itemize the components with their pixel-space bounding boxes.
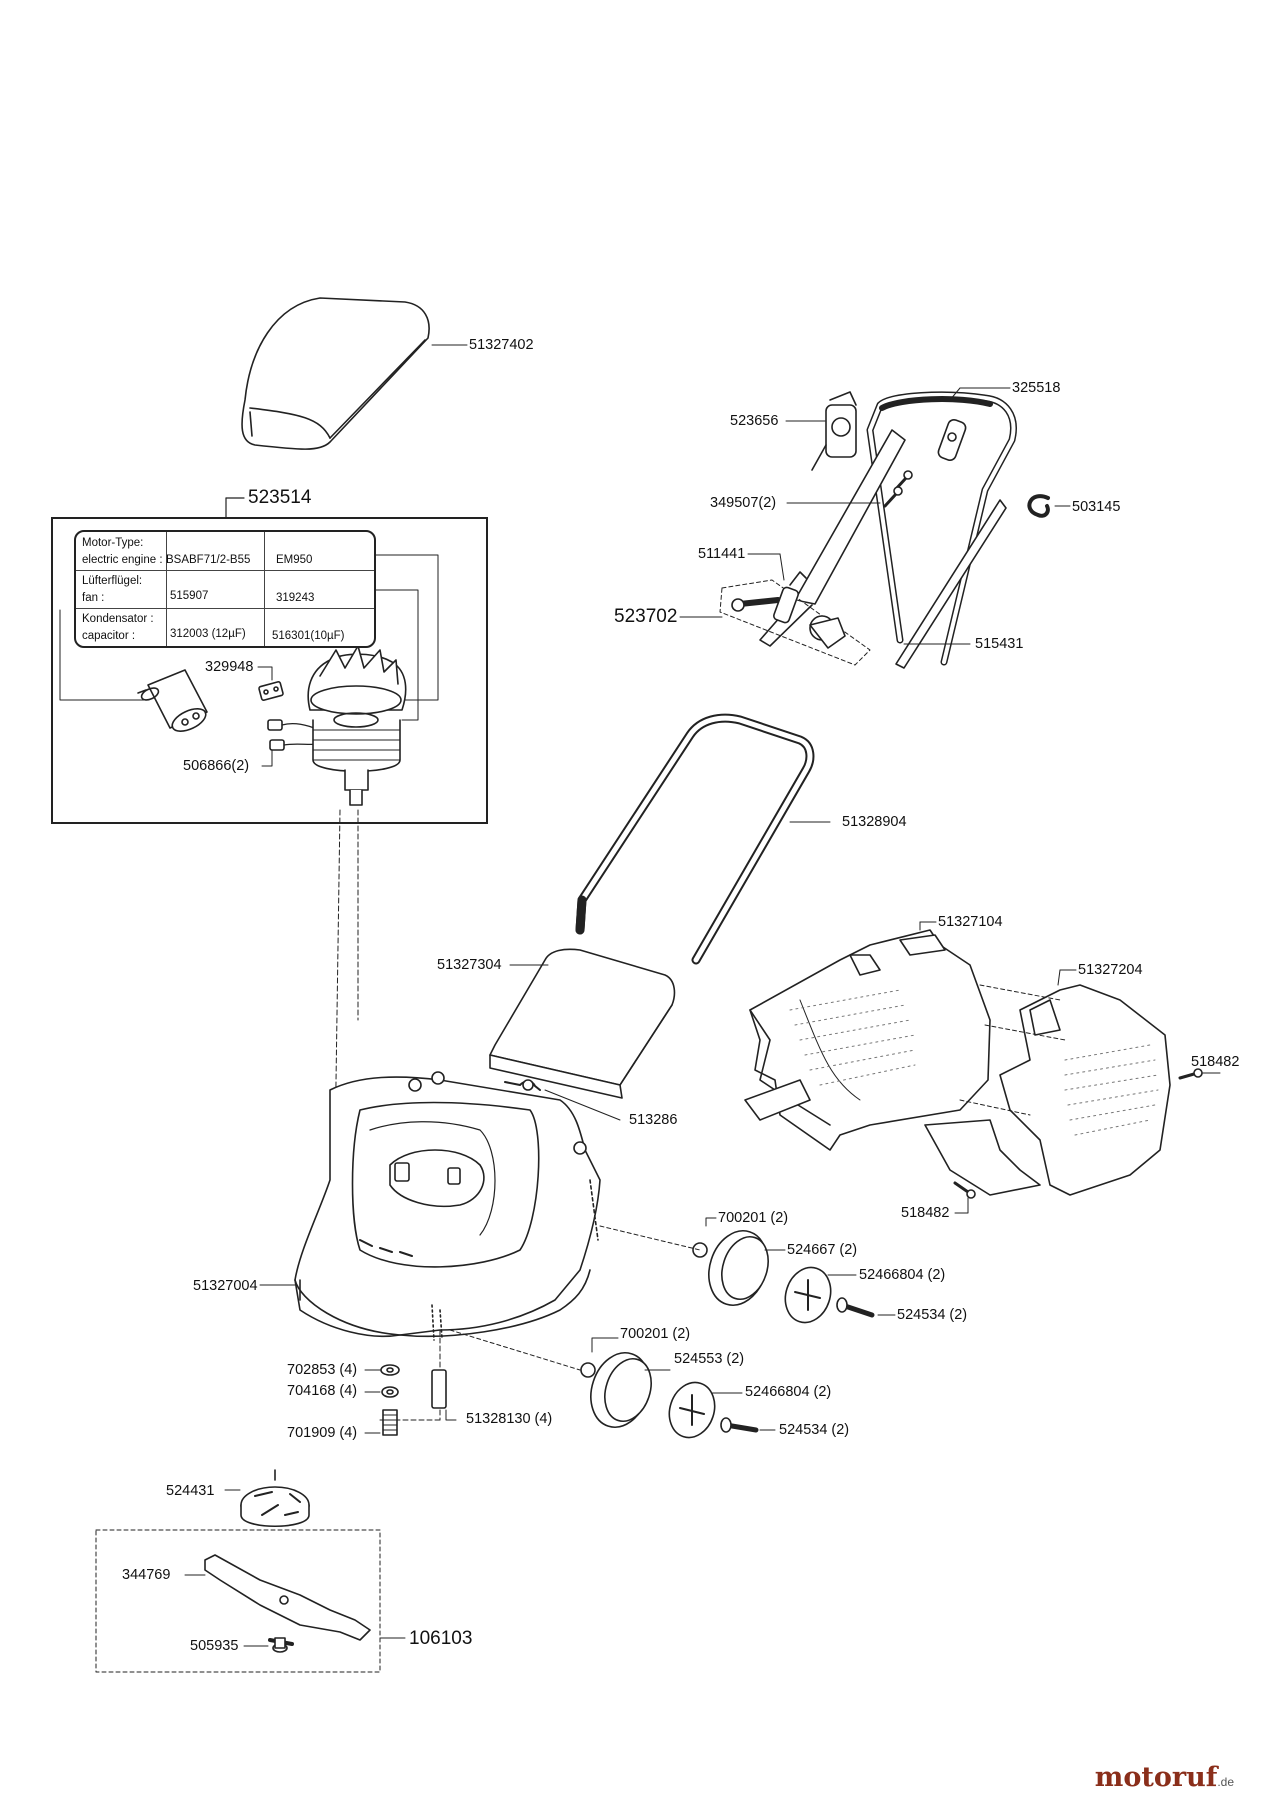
part-label-51327104: 51327104 [938, 914, 1003, 930]
connector-part [267, 719, 331, 751]
rear-wheel-assembly [692, 1230, 875, 1324]
part-label-329948: 329948 [205, 659, 254, 675]
part-label-524431: 524431 [166, 1483, 215, 1499]
table-label: Motor-Type: [82, 537, 144, 549]
part-label-325518: 325518 [1012, 380, 1061, 396]
part-label-523702: 523702 [614, 606, 678, 627]
part-label-52466804-b: 52466804 (2) [745, 1384, 832, 1400]
table-divider [264, 532, 265, 646]
motor-part [307, 645, 407, 806]
table-value: 516301(10µF) [272, 630, 345, 642]
brand-logo: motoruf.de [1095, 1762, 1234, 1793]
part-label-518482-a: 518482 [1191, 1054, 1240, 1070]
table-value: 515907 [170, 590, 209, 602]
part-label-523656: 523656 [730, 413, 779, 429]
brand-name: motoruf [1094, 1762, 1218, 1793]
grassbag-cover-part [924, 984, 1171, 1196]
part-label-700201-a: 700201 (2) [718, 1210, 789, 1226]
part-label-344769: 344769 [122, 1567, 171, 1583]
spring-part [504, 1079, 541, 1091]
part-label-51327402: 51327402 [469, 337, 534, 353]
table-value: 312003 (12µF) [170, 628, 246, 640]
part-label-349507: 349507(2) [710, 495, 777, 511]
upper-handle-part [759, 391, 1017, 669]
table-label: electric engine : [82, 554, 163, 566]
brush-holder-part [258, 681, 284, 701]
table-value: EM950 [276, 554, 313, 566]
part-label-51328130: 51328130 (4) [466, 1411, 553, 1427]
table-label: fan : [82, 592, 105, 604]
table-divider [166, 532, 167, 646]
height-adjust-parts [380, 1364, 447, 1436]
part-label-700201-b: 700201 (2) [620, 1326, 691, 1342]
table-label: capacitor : [82, 630, 136, 642]
screw-part-b [953, 1181, 976, 1199]
part-label-51327204: 51327204 [1078, 962, 1143, 978]
motor-spec-table: Motor-Type: electric engine : BSABF71/2-… [74, 530, 376, 648]
table-label: Kondensator : [82, 613, 154, 625]
part-label-505935: 505935 [190, 1638, 239, 1654]
quick-release-assembly [719, 571, 871, 666]
part-label-518482-b: 518482 [901, 1205, 950, 1221]
clip-part [1027, 494, 1050, 518]
part-label-52466804-a: 52466804 (2) [859, 1267, 946, 1283]
part-label-524553: 524553 (2) [674, 1351, 745, 1367]
part-label-503145: 503145 [1072, 499, 1121, 515]
screw-part-a [1178, 1068, 1203, 1080]
screw-pair-part [883, 470, 913, 508]
part-label-704168: 704168 (4) [287, 1383, 358, 1399]
table-value: 319243 [276, 592, 315, 604]
table-divider [76, 570, 374, 571]
push-handle-part [575, 713, 815, 965]
part-label-511441: 511441 [698, 546, 746, 562]
flap-cover-part [489, 948, 676, 1099]
blade-assembly [95, 1529, 381, 1673]
part-label-51327304: 51327304 [437, 957, 502, 973]
part-label-524534-b: 524534 (2) [779, 1422, 850, 1438]
top-cover-part [241, 297, 430, 450]
part-label-51328904: 51328904 [842, 814, 907, 830]
part-label-51327004: 51327004 [193, 1278, 258, 1294]
table-label: Lüfterflügel: [82, 575, 143, 587]
front-wheel-assembly [580, 1352, 759, 1439]
grassbag-frame-part [744, 929, 991, 1151]
part-label-513286: 513286 [629, 1112, 678, 1128]
cable-clamp-part [811, 391, 857, 471]
deck-housing-part [294, 1071, 601, 1341]
part-label-702853: 702853 (4) [287, 1362, 358, 1378]
table-value: BSABF71/2-B55 [166, 554, 251, 566]
motor-group-frame [51, 517, 488, 824]
table-divider [76, 608, 374, 609]
part-label-515431: 515431 [975, 636, 1024, 652]
blade-adapter-part [240, 1469, 310, 1528]
part-label-524534-a: 524534 (2) [897, 1307, 968, 1323]
capacitor-part [137, 669, 208, 732]
part-label-523514: 523514 [248, 487, 312, 508]
part-label-106103: 106103 [409, 1628, 473, 1649]
part-label-701909: 701909 (4) [287, 1425, 358, 1441]
part-label-506866: 506866(2) [183, 758, 250, 774]
part-label-524667: 524667 (2) [787, 1242, 858, 1258]
brand-suffix: .de [1217, 1775, 1234, 1789]
